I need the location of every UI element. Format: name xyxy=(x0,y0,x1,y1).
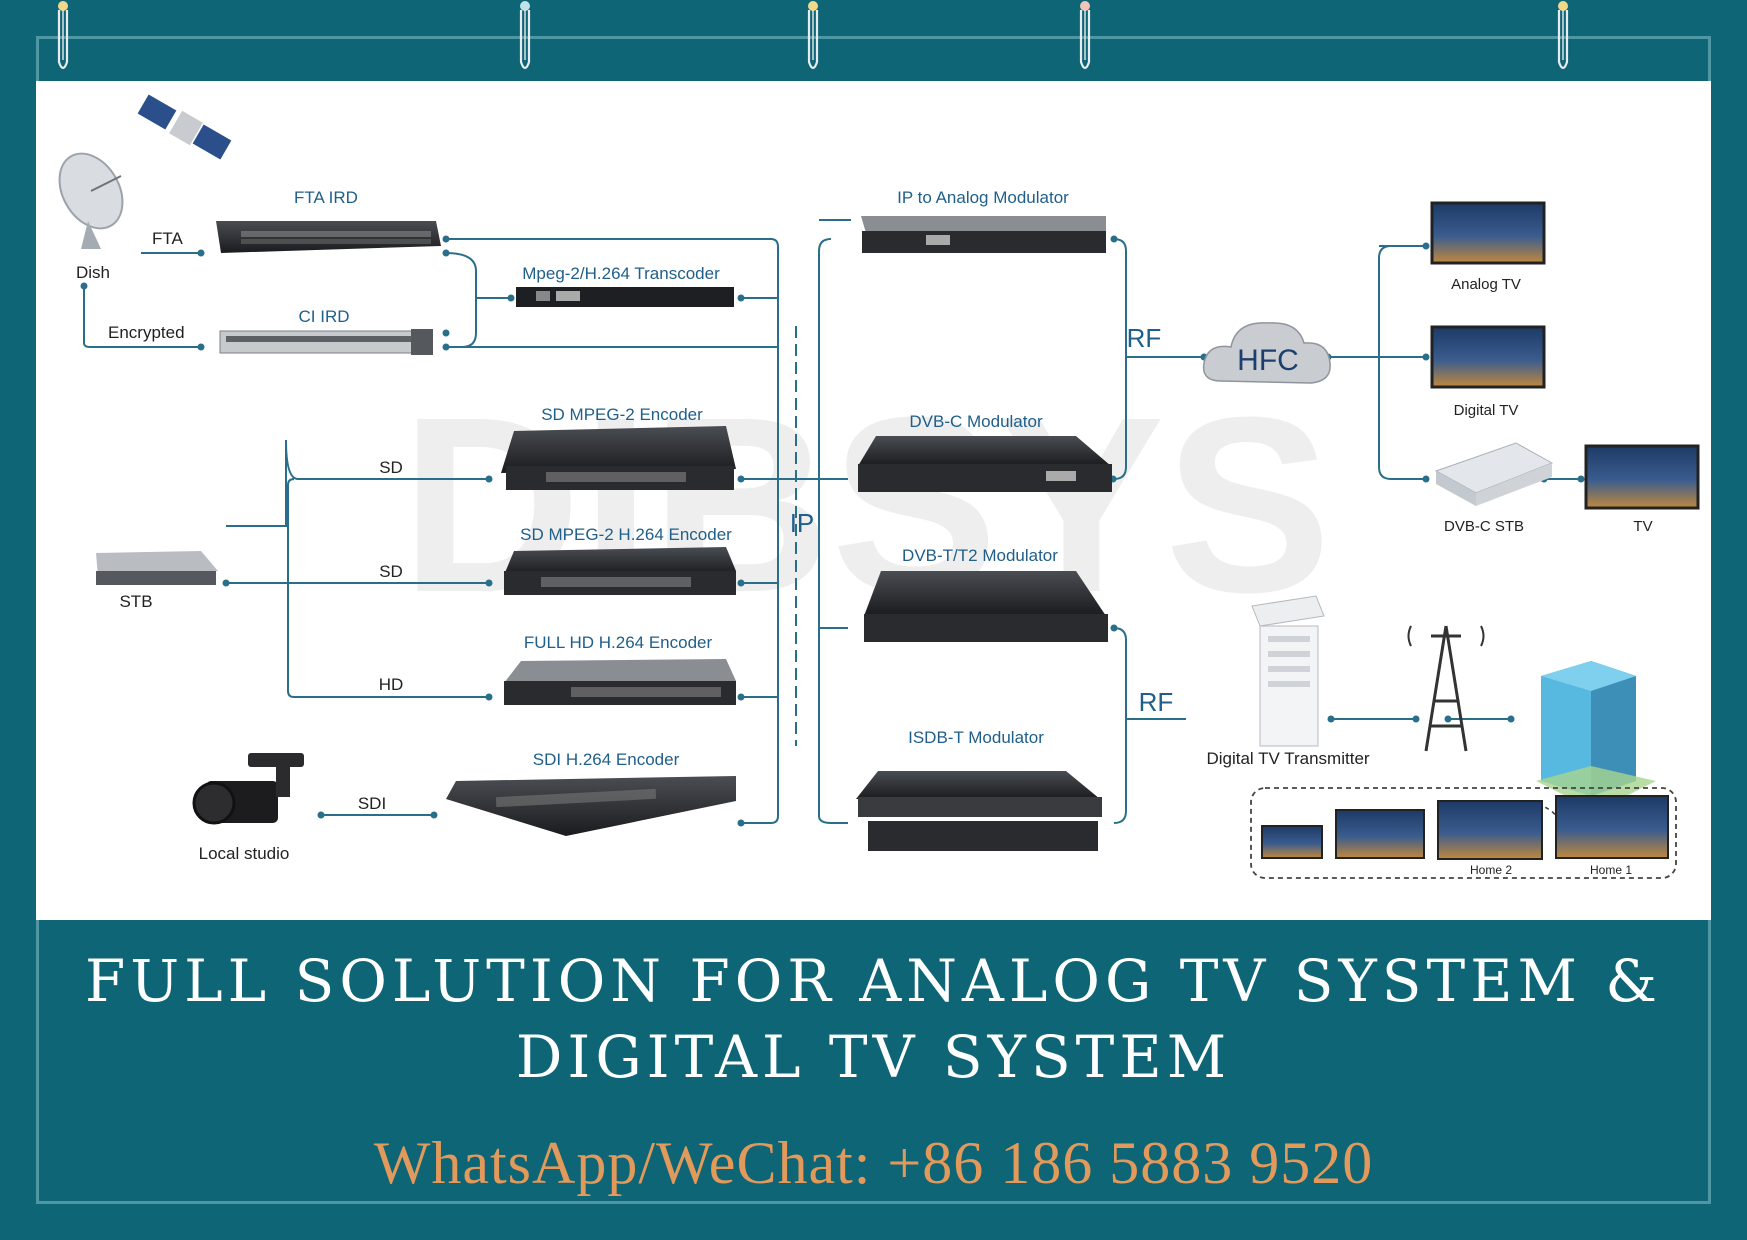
home2-label: Home 2 xyxy=(1470,863,1512,877)
homes-tv-icons xyxy=(1262,796,1668,859)
analog-tv-icon xyxy=(1432,203,1544,263)
sd-mpeg2-h264-encoder-device xyxy=(504,547,736,595)
sdi-encoder-label: SDI H.264 Encoder xyxy=(533,750,680,769)
local-studio-label: Local studio xyxy=(199,844,290,863)
dvb-c-modulator-label: DVB-C Modulator xyxy=(909,412,1043,431)
sd-mpeg2-encoder-label: SD MPEG-2 Encoder xyxy=(541,405,703,424)
rf-label-2: RF xyxy=(1139,687,1174,717)
dvb-t-modulator-label: DVB-T/T2 Modulator xyxy=(902,546,1058,565)
full-hd-encoder-device xyxy=(504,659,736,705)
sdi-encoder-device xyxy=(446,776,736,836)
transcoder-device xyxy=(516,287,734,307)
tv-label: TV xyxy=(1633,518,1652,535)
stb-label: STB xyxy=(119,592,152,611)
safety-pin-icon xyxy=(55,0,71,76)
safety-pin-icon xyxy=(1555,0,1571,76)
sd-mpeg2-encoder-device xyxy=(501,426,736,490)
watermark: DIBSYS xyxy=(401,365,1332,644)
title-line-1: FULL SOLUTION FOR ANALOG TV SYSTEM & xyxy=(60,946,1687,1016)
contact-line: WhatsApp/WeChat: +86 186 5883 9520 xyxy=(0,1128,1747,1198)
camera-icon xyxy=(194,753,304,823)
fta-ird-label: FTA IRD xyxy=(294,188,358,207)
sdi-line-label: SDI xyxy=(358,794,386,813)
satellite-dish-icon xyxy=(47,142,135,249)
digital-tv-icon xyxy=(1432,327,1544,387)
dvb-t-modulator-device xyxy=(864,571,1108,642)
system-diagram: DIBSYS xyxy=(36,81,1711,920)
fta-label: FTA xyxy=(152,229,184,248)
ci-ird-device xyxy=(220,329,433,355)
ip-label: IP xyxy=(790,508,815,538)
fta-ird-device xyxy=(216,221,441,253)
diagram-panel: DIBSYS xyxy=(36,81,1711,920)
tv-icon xyxy=(1586,446,1698,508)
stb-device xyxy=(96,551,218,585)
dish-label: Dish xyxy=(76,263,110,282)
isdb-t-modulator-device xyxy=(856,771,1102,851)
safety-pin-icon xyxy=(805,0,821,76)
digital-tv-label: Digital TV xyxy=(1454,402,1519,419)
antenna-tower-icon xyxy=(1409,626,1484,751)
sd-mpeg2-h264-encoder-label: SD MPEG-2 H.264 Encoder xyxy=(520,525,732,544)
safety-pin-icon xyxy=(517,0,533,76)
full-hd-encoder-label: FULL HD H.264 Encoder xyxy=(524,633,713,652)
dvb-c-modulator-device xyxy=(858,436,1112,492)
home1-label: Home 1 xyxy=(1590,863,1632,877)
dvb-c-stb-icon xyxy=(1436,443,1552,506)
satellite-icon xyxy=(138,94,232,159)
ci-ird-label: CI IRD xyxy=(299,307,350,326)
safety-pin-icon xyxy=(1077,0,1093,76)
transmitter-label: Digital TV Transmitter xyxy=(1206,749,1369,768)
title-line-2: DIGITAL TV SYSTEM xyxy=(60,1022,1687,1092)
isdb-t-modulator-label: ISDB-T Modulator xyxy=(908,728,1044,747)
hfc-label: HFC xyxy=(1237,344,1299,377)
hd-line-label: HD xyxy=(379,675,404,694)
encrypted-label: Encrypted xyxy=(108,323,185,342)
ip-analog-modulator-device xyxy=(861,216,1106,253)
dvb-c-stb-label: DVB-C STB xyxy=(1444,518,1524,535)
rf-label-1: RF xyxy=(1127,323,1162,353)
analog-tv-label: Analog TV xyxy=(1451,276,1521,293)
sd-line-label-2: SD xyxy=(379,562,403,581)
sd-line-label-1: SD xyxy=(379,458,403,477)
ip-analog-modulator-label: IP to Analog Modulator xyxy=(897,188,1069,207)
transcoder-label: Mpeg-2/H.264 Transcoder xyxy=(522,264,720,283)
